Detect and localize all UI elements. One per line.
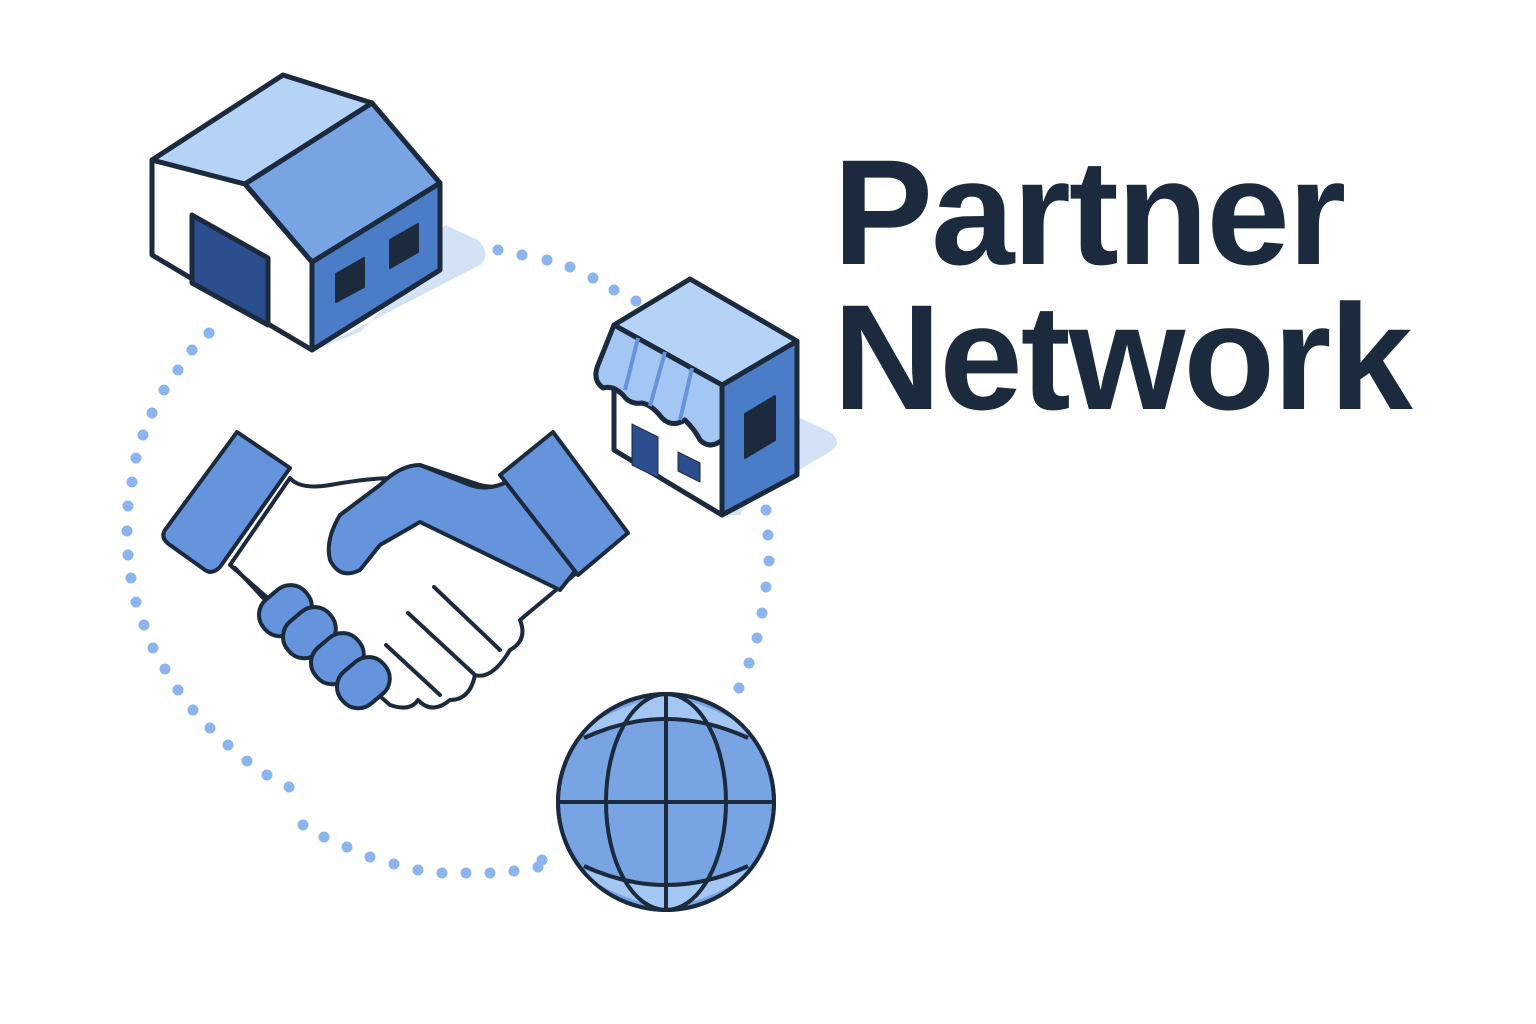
- dotted-connection-ring: [121, 244, 775, 879]
- title-line-1: Partner: [833, 128, 1346, 296]
- title-line-2: Network: [833, 273, 1413, 441]
- page-title: Partner Network: [833, 128, 1413, 441]
- warehouse-icon: [149, 72, 486, 353]
- storefront-icon: [593, 276, 838, 518]
- globe-icon: [556, 692, 776, 912]
- handshake-icon: [161, 430, 630, 711]
